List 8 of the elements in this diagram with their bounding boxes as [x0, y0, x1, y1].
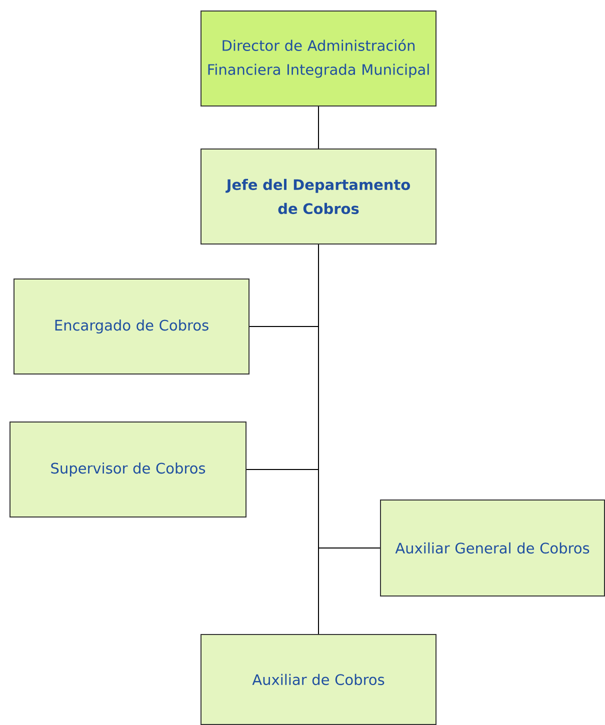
- org-box: Auxiliar de Cobros: [200, 634, 436, 725]
- org-box: Auxiliar General de Cobros: [380, 500, 605, 596]
- org-box: Encargado de Cobros: [14, 278, 250, 374]
- org-box: Supervisor de Cobros: [10, 422, 246, 518]
- org-box: Jefe del Departamento de Cobros: [200, 148, 436, 244]
- org-box: Director de Administración Financiera Integrada Municipal: [200, 10, 436, 106]
- connector-line: [318, 106, 319, 149]
- connector-line: [318, 244, 319, 634]
